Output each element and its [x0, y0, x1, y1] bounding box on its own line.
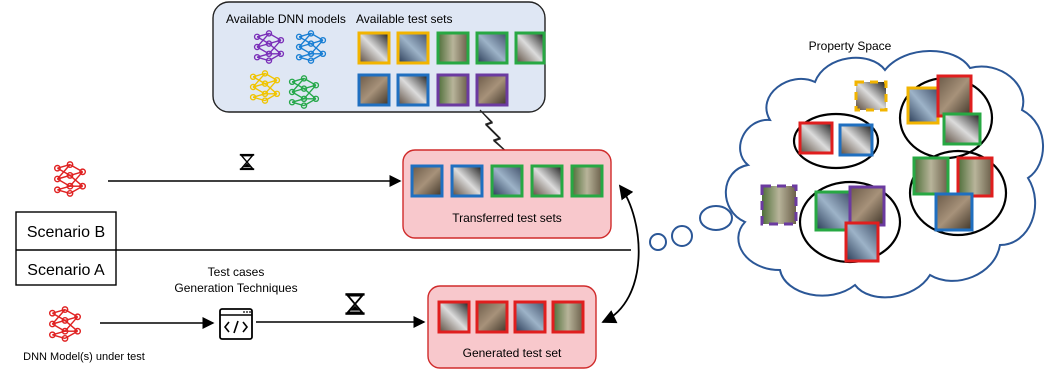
hourglass-icon	[344, 292, 366, 316]
test-image-icon	[437, 300, 471, 334]
test-image-icon	[934, 192, 974, 232]
test-image-icon	[844, 221, 880, 263]
thought-bubble-large	[699, 205, 733, 231]
generated-label: Generated test set	[463, 346, 562, 360]
test-image-icon	[551, 300, 585, 334]
generation-label-line1: Test cases	[208, 265, 265, 279]
test-image-icon	[912, 156, 950, 196]
test-image-icon	[514, 31, 546, 65]
test-image-icon	[450, 164, 484, 198]
test-image-icon	[475, 73, 509, 107]
test-image-icon	[475, 31, 509, 65]
test-image-icon	[530, 164, 564, 198]
scenario-a-label: Scenario A	[27, 262, 105, 279]
thought-bubble-small	[649, 233, 667, 251]
dnn-under-test-label: DNN Model(s) under test	[23, 351, 145, 363]
generated-test-set-box: Generated test set	[427, 285, 597, 369]
test-image-icon	[838, 123, 874, 157]
hourglass-icon	[239, 153, 255, 171]
test-image-icon	[760, 184, 798, 226]
lightning-connector	[479, 109, 511, 156]
scenario-labels: Scenario B Scenario A	[15, 211, 117, 286]
test-image-icon	[475, 300, 509, 334]
scenario-b-label: Scenario B	[27, 224, 105, 241]
code-window-icon	[219, 308, 253, 340]
property-space-cloud: Property Space	[724, 39, 1044, 299]
test-image-icon	[798, 121, 834, 155]
generation-label-line2: Generation Techniques	[174, 281, 297, 295]
test-image-icon	[936, 74, 973, 118]
test-image-icon	[513, 300, 547, 334]
test-image-icon	[396, 73, 430, 107]
available-models-label: Available DNN models	[226, 12, 346, 26]
test-image-icon	[854, 80, 888, 112]
available-testsets-label: Available test sets	[356, 12, 453, 26]
test-image-icon	[906, 86, 940, 125]
available-resources-panel: Available DNN models Available test sets	[212, 1, 546, 113]
test-image-icon	[436, 73, 470, 107]
transferred-test-sets-box: Transferred test sets	[402, 149, 612, 239]
neural-network-icon	[53, 161, 87, 197]
transferred-label: Transferred test sets	[452, 211, 562, 225]
thought-bubble-medium	[671, 225, 693, 247]
test-image-icon	[357, 73, 391, 107]
test-image-icon	[942, 112, 982, 146]
test-image-icon	[956, 156, 994, 198]
test-image-icon	[570, 164, 604, 198]
double-arrow-comparison	[601, 184, 640, 324]
test-image-icon	[436, 31, 470, 65]
test-image-icon	[848, 185, 886, 227]
test-image-icon	[396, 31, 430, 65]
neural-network-icon	[48, 306, 82, 342]
test-image-icon	[410, 164, 444, 198]
property-space-label: Property Space	[809, 39, 892, 53]
test-image-icon	[490, 164, 524, 198]
test-image-icon	[357, 31, 391, 65]
